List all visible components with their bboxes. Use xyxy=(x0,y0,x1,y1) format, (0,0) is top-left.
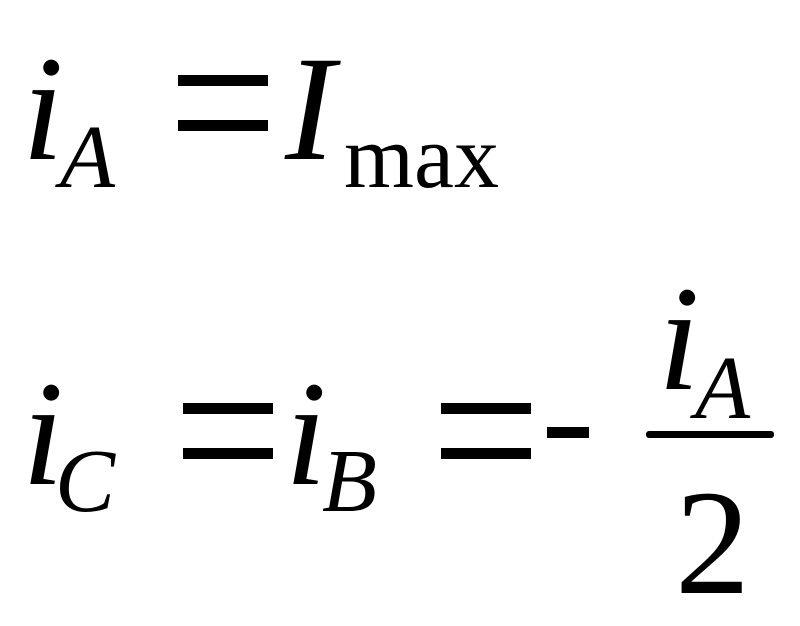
i-max-symbol: I xyxy=(285,26,335,192)
i-b-symbol: i xyxy=(285,351,327,517)
fraction-bar xyxy=(646,431,774,438)
i-c-symbol: i xyxy=(22,351,64,517)
equals-sign xyxy=(441,403,531,459)
i-b-subscript: B xyxy=(322,432,377,531)
i-c-subscript: C xyxy=(55,432,116,531)
fraction-denominator: 2 xyxy=(675,460,750,626)
equals-sign xyxy=(183,403,273,459)
i-a-subscript: A xyxy=(60,108,115,207)
i-max-subscript: max xyxy=(344,108,499,207)
minus-sign xyxy=(547,427,589,438)
fraction-numerator-subscript: A xyxy=(695,339,750,438)
equals-sign xyxy=(178,75,268,131)
i-a-symbol: i xyxy=(22,26,64,192)
fraction-numerator-symbol: i xyxy=(658,256,700,422)
